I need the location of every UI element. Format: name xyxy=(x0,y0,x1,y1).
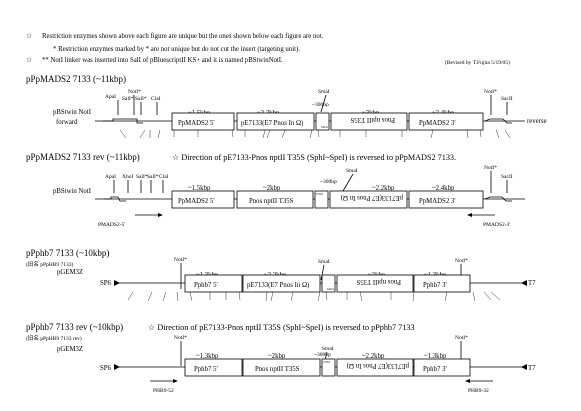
segment-label: pE7133(E7 Pnos In Ω) xyxy=(347,362,409,369)
site-label: SmaI xyxy=(346,168,358,174)
size-label: ~1.3kbp xyxy=(424,353,447,360)
construct-subtitle: (旧名 pPpHB9 7133) xyxy=(26,260,74,268)
size-label: ~2.4kbp xyxy=(432,185,455,192)
segment-label: PpMADS2 3' xyxy=(419,120,456,127)
segment-label: pE7133(E7 Pnos In Ω) xyxy=(241,120,303,127)
arrow-right-icon xyxy=(114,364,120,370)
note-line-1: Restriction enzymes shown above each fig… xyxy=(42,33,324,40)
revision-note: (Revised by T.Fujita 5/19/05) xyxy=(445,59,510,66)
site-label: ApaI xyxy=(105,94,116,100)
segment-label: PpMADS2 3' xyxy=(419,198,456,205)
site-label: NotI* xyxy=(128,89,141,95)
primer-arrow xyxy=(467,213,472,217)
notes: ☆ Restriction enzymes shown above each f… xyxy=(26,32,510,66)
segment-label: pE7133(E7 Pnos In Ω) xyxy=(341,194,403,201)
vector-label: pBStwin NotI xyxy=(53,188,92,195)
primer-arrow xyxy=(173,379,178,383)
segment-label: T35S xyxy=(316,192,323,196)
primer-label: PMADS2-5' xyxy=(98,222,125,228)
site-label: ApaI xyxy=(105,174,116,180)
star-icon: ☆ xyxy=(26,32,32,40)
vector-label: pGEM3Z xyxy=(57,269,83,276)
segment-label: Pphb7 5' xyxy=(194,282,218,289)
site-label: XhoI xyxy=(122,174,133,180)
primer-label: PHB9-52 xyxy=(153,388,174,394)
segment-label: PpMADS2 5' xyxy=(178,120,215,127)
arrow-left-icon xyxy=(521,280,527,286)
vector-label: pBStwin NotI xyxy=(53,109,92,116)
segment-label: Pphb7 5' xyxy=(194,366,218,373)
site-label: SacII xyxy=(501,96,513,102)
size-label: ~2.2kbp xyxy=(372,185,395,192)
segment-label: Pnos nptII T35S xyxy=(350,116,395,123)
construct-pphb7-7133-rev: pPphb7 7133 rev (~10kbp) (旧名 pPpHB9 7133… xyxy=(26,322,536,394)
site-label: SmaI xyxy=(322,346,334,352)
segment-label: Pphb7 3' xyxy=(423,282,447,289)
right-end-label: reverse xyxy=(527,118,547,125)
arrow-left-icon xyxy=(521,364,527,370)
segment-label: Pnos nptII T35S xyxy=(249,198,294,205)
site-label: SalI* xyxy=(136,174,148,180)
left-end-label: forward xyxy=(56,119,78,126)
vector-label: pGEM3Z xyxy=(57,346,83,353)
size-label: ~300bp xyxy=(320,179,337,185)
note-line-2: * Restriction enzymes marked by * are no… xyxy=(53,46,300,53)
segment-label: pE7133(E7 Pnos In Ω) xyxy=(247,282,309,289)
site-label: NotI* xyxy=(455,335,468,341)
site-label: NotI* xyxy=(484,89,497,95)
construct-pphb7-7133: pPphb7 7133 (~10kbp) (旧名 pPpHB9 7133) No… xyxy=(26,248,536,302)
construct-subtitle: (旧名 pPpHB9 7133 rev) xyxy=(26,334,82,342)
right-end-label: T7 xyxy=(528,280,536,287)
site-label: SalI* xyxy=(122,96,134,102)
size-label: ~2kbp xyxy=(268,353,286,360)
site-label: SalI* xyxy=(147,174,159,180)
primer-label: PHB9-32 xyxy=(468,388,489,394)
segment-label: T35S xyxy=(323,360,330,364)
size-label: ~300bp xyxy=(312,102,329,108)
site-label: NotI* xyxy=(174,257,187,263)
size-label: ~2kbp xyxy=(263,185,281,192)
site-label: NotI* xyxy=(174,335,187,341)
site-label: ClaI xyxy=(159,174,169,180)
primer-arrow xyxy=(158,213,163,217)
size-label: ~1.3kbp xyxy=(196,353,219,360)
construct-ppmads2-7133: pPpMADS2 7133 (~11kbp) ApaI NotI* SalI* … xyxy=(26,74,547,139)
segment-label: Pnos nptII T35S xyxy=(356,278,401,285)
construct-title: pPphb7 7133 (~10kbp) xyxy=(26,248,109,258)
size-label: ~2.2kbp xyxy=(362,353,385,360)
site-label: SalI* xyxy=(135,96,147,102)
site-label: SacII xyxy=(501,174,513,180)
right-end-label: T7 xyxy=(528,365,536,372)
site-label: NotI* xyxy=(484,165,497,171)
primer-arrow xyxy=(465,379,470,383)
segment-label: T35S xyxy=(327,287,334,291)
reverse-note: ☆ Direction of pE7133-Pnos nptII T35S (S… xyxy=(148,323,415,332)
site-label: SmaI xyxy=(318,259,330,265)
site-label: NotI* xyxy=(455,258,468,264)
reverse-note: ☆ Direction of pE7133-Pnos nptII T35S (S… xyxy=(172,153,456,162)
construct-title: pPpMADS2 7133 (~11kbp) xyxy=(26,74,126,84)
arrow-right-icon xyxy=(114,280,120,286)
segment-label: Pnos nptII T35S xyxy=(255,366,300,373)
star-icon: ☆ xyxy=(26,56,32,64)
note-line-3: ** NotI linker was inserted into SalI of… xyxy=(42,57,283,64)
construct-ppmads2-7133-rev: pPpMADS2 7133 rev (~11kbp) ☆ Direction o… xyxy=(26,152,525,228)
size-label: ~1.5kbp xyxy=(188,185,211,192)
left-end-label: SP6 xyxy=(100,280,112,287)
segment-label: T35S xyxy=(321,125,328,129)
construct-title: pPpMADS2 7133 rev (~11kbp) xyxy=(26,152,140,162)
size-label: ~300bp xyxy=(314,352,331,358)
primer-label: PMADS2-3' xyxy=(483,222,510,228)
segment-label: Pphb7 3' xyxy=(423,366,447,373)
construct-title: pPphb7 7133 rev (~10kbp) xyxy=(26,322,123,332)
segment-label: PpMADS2 5' xyxy=(178,198,215,205)
site-label: ClaI xyxy=(151,96,161,102)
site-label: SmaI xyxy=(318,89,330,95)
left-end-label: SP6 xyxy=(100,365,112,372)
